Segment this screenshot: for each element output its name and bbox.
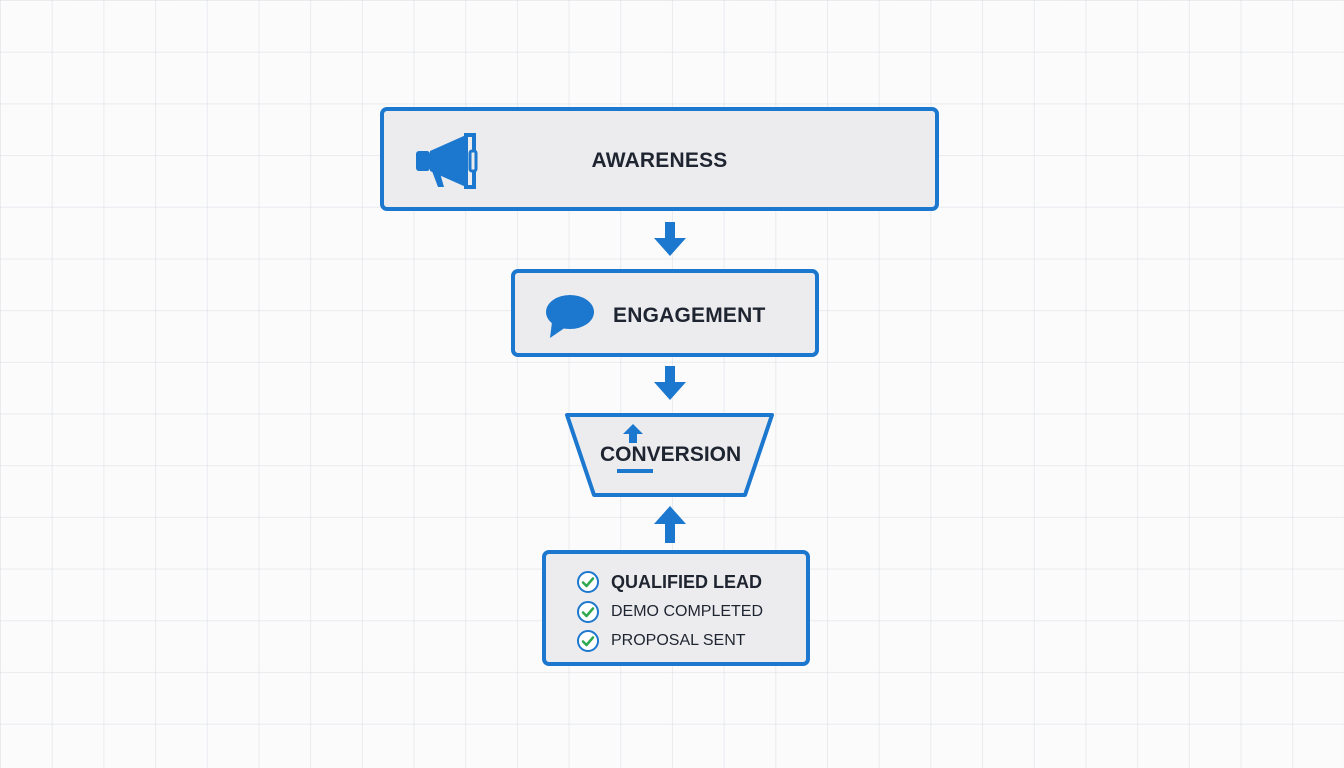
megaphone-icon <box>416 133 478 189</box>
checklist-item-label: QUALIFIED LEAD <box>611 572 762 592</box>
check-circle-icon <box>577 601 599 623</box>
awareness-stage-box: AWARENESS <box>380 107 939 211</box>
upload-base-line <box>617 469 653 473</box>
qualification-checklist: QUALIFIED LEAD DEMO COMPLETED PROPOSAL S… <box>542 550 810 666</box>
conversion-stage-box <box>565 413 774 497</box>
awareness-label: AWARENESS <box>591 149 728 172</box>
engagement-label: ENGAGEMENT <box>613 304 766 327</box>
checklist-item-label: DEMO COMPLETED <box>611 603 764 620</box>
speech-bubble-icon <box>546 295 594 338</box>
arrow-down-icon <box>654 366 686 400</box>
conversion-label: CONVERSION <box>600 443 742 466</box>
check-circle-icon <box>577 571 599 593</box>
arrow-down-icon <box>654 222 686 256</box>
arrow-up-icon <box>654 506 686 543</box>
check-circle-icon <box>577 630 599 652</box>
engagement-stage-box: ENGAGEMENT <box>511 269 819 357</box>
upload-arrow-icon <box>623 424 643 443</box>
checklist-item-label: PROPOSAL SENT <box>611 632 746 649</box>
